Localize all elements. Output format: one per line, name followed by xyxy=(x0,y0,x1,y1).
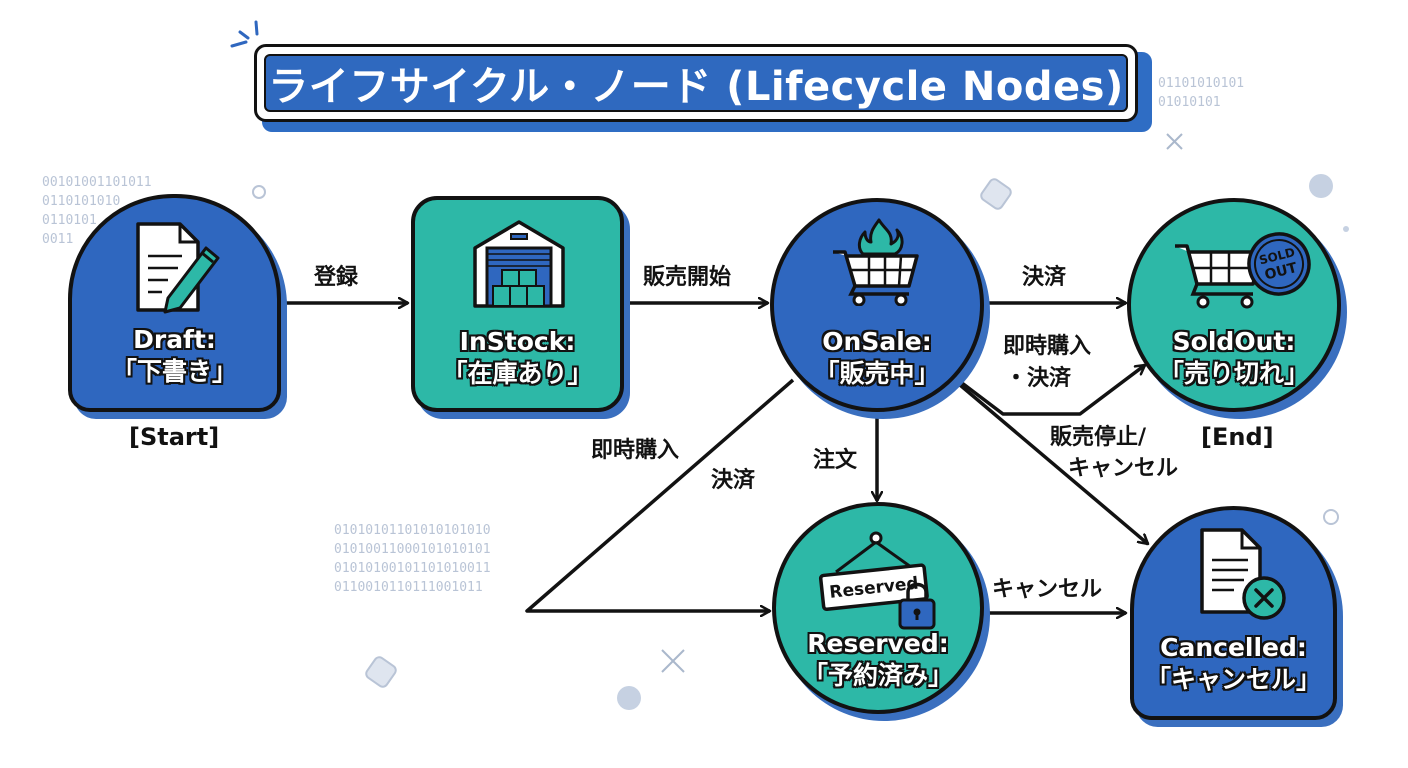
cancelled-document-icon xyxy=(1200,528,1286,620)
edge-label-instant-payment: ・決済 xyxy=(1005,366,1072,391)
sparkle-icon xyxy=(230,20,259,48)
dot-decoration-icon xyxy=(1343,226,1349,232)
node-instock-name: InStock: xyxy=(459,327,576,356)
edge-label-cancel: キャンセル xyxy=(992,577,1103,602)
dot-decoration-icon xyxy=(1323,509,1339,525)
node-reserved-jp: 「予約済み」 xyxy=(802,661,953,690)
edge-onsale-cancelled xyxy=(958,383,1148,546)
node-onsale-jp: 「販売中」 xyxy=(814,359,940,388)
edge-label-register: 登録 xyxy=(314,265,359,290)
page-title: ライフサイクル・ノード (Lifecycle Nodes) xyxy=(268,64,1124,110)
node-onsale[interactable]: OnSale: 「販売中」 xyxy=(770,198,984,412)
node-soldout-jp: 「売り切れ」 xyxy=(1158,359,1309,388)
edge-label-start-sale: 販売開始 xyxy=(643,265,732,290)
node-reserved[interactable]: Reserved Reserved: 「予約済み」 xyxy=(772,502,984,714)
node-reserved-name: Reserved: xyxy=(807,629,949,658)
edge-label-stop-cancel: キャンセル xyxy=(1068,456,1179,481)
edge-label-stop-sale: 販売停止/ xyxy=(1050,425,1147,450)
node-cancelled-name: Cancelled: xyxy=(1160,633,1307,662)
sold-out-cart-icon: SOLD OUT xyxy=(1175,232,1311,309)
title-banner: ライフサイクル・ノード (Lifecycle Nodes) xyxy=(254,44,1152,132)
binary-decoration-left: 00101001101011 0110101010 0110101 0011 xyxy=(42,175,152,247)
dot-decoration-icon xyxy=(617,686,641,710)
binary-decoration-center: 01010101101010101010 0101001100010101010… xyxy=(334,523,491,595)
node-soldout-name: SoldOut: xyxy=(1172,327,1296,356)
node-draft-jp: 「下書き」 xyxy=(111,357,237,386)
node-draft[interactable]: Draft: 「下書き」 xyxy=(68,194,281,412)
edge-onsale-reserved-instant xyxy=(525,378,795,611)
edge-label-order: 注文 xyxy=(813,448,858,473)
document-edit-icon xyxy=(136,222,220,314)
node-instock-jp: 「在庫あり」 xyxy=(442,359,593,388)
node-onsale-name: OnSale: xyxy=(822,327,932,356)
edge-label-payment: 決済 xyxy=(1022,265,1067,290)
warehouse-icon xyxy=(473,220,565,308)
end-marker: [End] xyxy=(1201,423,1274,451)
node-cancelled[interactable]: Cancelled: 「キャンセル」 xyxy=(1130,506,1337,720)
node-instock[interactable]: InStock: 「在庫あり」 xyxy=(411,196,624,412)
dot-decoration-icon xyxy=(252,185,266,199)
node-cancelled-jp: 「キャンセル」 xyxy=(1145,665,1321,694)
edge-onsale-soldout-instant xyxy=(956,363,1145,416)
edge-label-instant-buy: 即時購入 xyxy=(1003,334,1092,359)
edge-label-settle-reserved: 決済 xyxy=(711,468,756,493)
node-soldout[interactable]: SOLD OUT SoldOut: 「売り切れ」 xyxy=(1127,198,1341,412)
edge-label-instant-buy-reserved: 即時購入 xyxy=(591,438,680,463)
shopping-cart-fire-icon xyxy=(833,218,919,306)
dot-decoration-icon xyxy=(1309,174,1333,198)
node-draft-name: Draft: xyxy=(133,325,216,354)
reserved-sign-lock-icon: Reserved xyxy=(818,531,936,630)
binary-decoration-top-right: 01101010101 01010101 xyxy=(1158,76,1245,110)
cross-decoration-icon xyxy=(661,133,1183,673)
out-label: OUT xyxy=(1263,260,1299,284)
start-marker: [Start] xyxy=(129,423,220,451)
gem-decoration-icon xyxy=(365,178,1012,688)
